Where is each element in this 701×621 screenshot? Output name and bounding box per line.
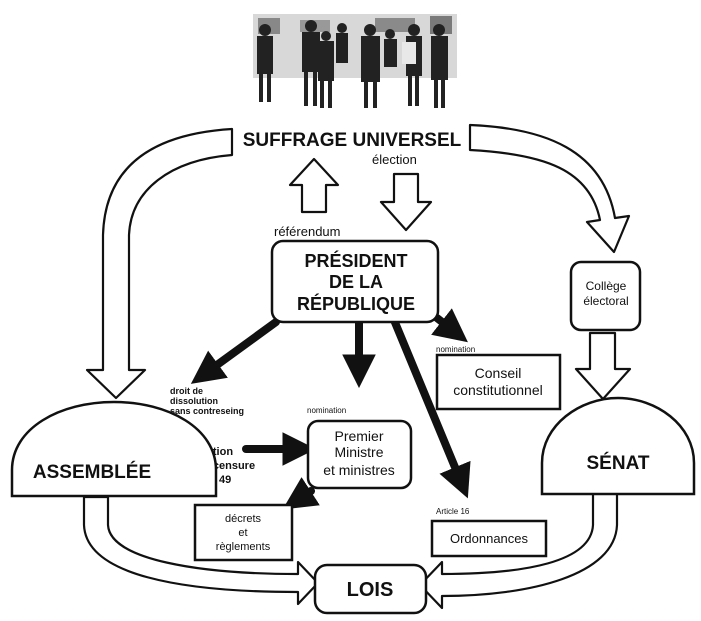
lois-label: LOIS — [347, 579, 394, 601]
svg-text:Conseil: Conseil — [475, 365, 522, 381]
premier-text: Premier Ministre et ministres — [323, 428, 395, 478]
svg-text:Ministre: Ministre — [334, 444, 383, 460]
decrets-text: décrets et règlements — [216, 513, 271, 553]
assemblee-dome — [10, 400, 218, 498]
conseil-text: Conseil constitutionnel — [453, 365, 543, 398]
college-to-senat-arrow — [574, 331, 632, 401]
svg-text:électoral: électoral — [583, 294, 628, 308]
election-arrow — [379, 172, 433, 232]
svg-text:PRÉSIDENT: PRÉSIDENT — [304, 250, 407, 271]
svg-text:décrets: décrets — [225, 513, 262, 525]
svg-text:DE LA: DE LA — [329, 272, 383, 292]
solid-arrows — [190, 308, 471, 510]
ordonnances-label: Ordonnances — [450, 531, 529, 546]
svg-text:dissolution: dissolution — [170, 396, 218, 406]
svg-text:règlements: règlements — [216, 541, 271, 553]
election-label: élection — [372, 152, 417, 167]
premier-box — [306, 419, 413, 490]
suffrage-title: SUFFRAGE UNIVERSEL — [243, 130, 462, 151]
article16-label: Article 16 — [436, 507, 470, 516]
referendum-label: référendum — [274, 224, 340, 239]
president-text: PRÉSIDENT DE LA RÉPUBLIQUE — [297, 250, 415, 314]
curve-assemblee-to-lois — [82, 495, 320, 606]
svg-text:sans contreseing: sans contreseing — [170, 406, 244, 416]
svg-text:et: et — [238, 527, 247, 539]
nomination-pm-label: nomination — [307, 406, 346, 415]
svg-text:Collège: Collège — [586, 279, 627, 293]
svg-text:RÉPUBLIQUE: RÉPUBLIQUE — [297, 293, 415, 314]
nomination-cc-label: nomination — [436, 345, 475, 354]
decrets-arrow — [282, 477, 320, 510]
svg-text:Premier: Premier — [334, 428, 383, 444]
svg-text:constitutionnel: constitutionnel — [453, 382, 543, 398]
senat-label: SÉNAT — [587, 452, 650, 474]
conseil-box — [435, 353, 562, 411]
dissolution-label: droit de dissolution sans contreseing — [170, 386, 244, 416]
dissolution-arrow — [190, 318, 280, 384]
article16-arrow — [390, 316, 471, 499]
curved-arrows — [82, 123, 632, 610]
college-text: Collège électoral — [583, 279, 628, 308]
curve-senat-to-lois — [418, 488, 619, 610]
college-box — [569, 260, 642, 332]
svg-text:et ministres: et ministres — [323, 462, 395, 478]
president-box — [270, 239, 440, 324]
curve-to-assemblee — [85, 127, 234, 400]
lois-box — [313, 563, 428, 615]
nomination-cc-arrow — [431, 308, 468, 343]
curve-to-college — [468, 123, 631, 254]
svg-text:droit de: droit de — [170, 386, 203, 396]
crowd-photo — [253, 14, 457, 108]
referendum-arrow — [288, 157, 340, 214]
assemblee-label: ASSEMBLÉE — [33, 461, 151, 483]
decrets-box — [193, 503, 294, 562]
ordonnances-box — [430, 519, 548, 558]
senat-dome — [540, 396, 696, 496]
